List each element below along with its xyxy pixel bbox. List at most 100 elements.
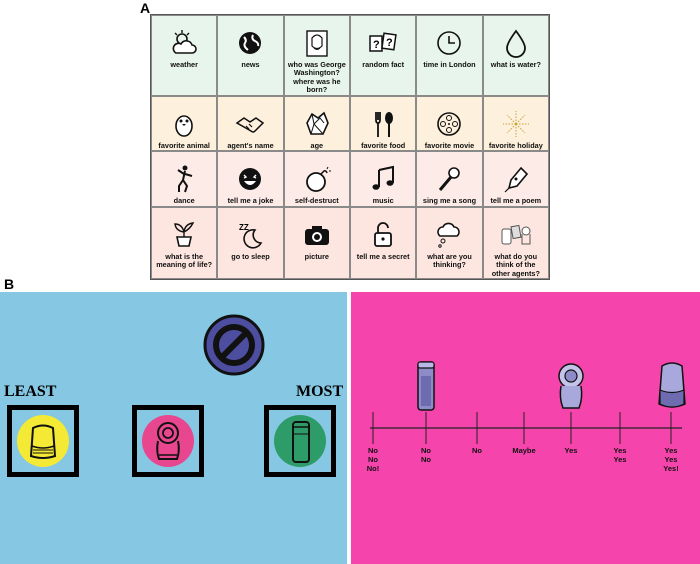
question-grid: weather news who was George Washington? wh… [150, 14, 550, 280]
microphone-icon [439, 167, 461, 192]
amazon-echo-icon [292, 421, 310, 463]
grid-cell-label: what are you thinking? [427, 251, 472, 270]
cloud-sun-icon [172, 30, 197, 54]
rank-slot-middle[interactable] [132, 405, 204, 477]
fork-spoon-icon [375, 111, 394, 137]
svg-text:ZZ: ZZ [239, 223, 249, 232]
panel-b-label: B [4, 276, 15, 292]
grid-cell-label: age [310, 140, 324, 150]
grid-cell-label: agent's name [227, 140, 274, 150]
grid-cell-label: what is the meaning of life? [156, 251, 213, 270]
grid-cell[interactable]: self-destruct [283, 151, 350, 207]
ranking-panel: LEAST MOST [0, 292, 347, 564]
grid-cell[interactable]: what are you thinking? [416, 206, 483, 279]
grid-cell[interactable]: favorite movie [416, 95, 483, 152]
svg-text:?: ? [386, 37, 393, 49]
grid-cell[interactable]: picture [283, 206, 350, 279]
grid-cell[interactable]: ?? random fact [350, 15, 417, 96]
rating-scale [370, 361, 686, 444]
grid-cell[interactable]: what do you think of the other agents? [482, 206, 549, 279]
padlock-icon [374, 222, 393, 247]
grid-cell[interactable]: time in London [416, 15, 483, 96]
penguin-icon [175, 114, 193, 137]
crystal-icon [305, 111, 329, 135]
dancer-icon [177, 165, 193, 193]
grid-cell-label: favorite holiday [488, 140, 543, 150]
least-label: LEAST [4, 383, 57, 400]
grid-cell[interactable]: tell me a secret [350, 206, 417, 279]
grid-cell-label: dance [173, 196, 195, 206]
plant-sprout-icon [174, 221, 195, 247]
grid-cell[interactable]: agent's name [217, 95, 284, 152]
music-note-icon [372, 165, 395, 190]
rank-slot-least[interactable] [7, 405, 79, 477]
scale-tick-label: Yes [564, 446, 578, 455]
grid-cell-label: time in London [423, 60, 476, 69]
rank-slot-most[interactable] [264, 405, 336, 477]
grid-cell-label: favorite movie [424, 140, 475, 150]
most-label: MOST [296, 383, 344, 400]
grid-cell[interactable]: tell me a joke [217, 151, 284, 207]
scale-tick-label: Maybe [512, 446, 536, 455]
thought-bubble-icon [437, 222, 461, 248]
grid-cell-label: sing me a song [422, 196, 477, 206]
grid-cell-label: what is water? [490, 60, 541, 69]
fireworks-icon [502, 110, 529, 137]
grid-cell[interactable]: age [283, 95, 350, 152]
globe-icon [239, 32, 262, 54]
fountain-pen-icon [504, 167, 528, 193]
grid-cell[interactable]: favorite animal [151, 95, 218, 152]
grid-cell[interactable]: sing me a song [416, 151, 483, 207]
amazon-echo-icon[interactable] [417, 361, 435, 411]
grid-cell-label: go to sleep [231, 251, 270, 261]
clock-icon [437, 31, 462, 55]
grid-cell[interactable]: who was George Washington? where was he … [283, 15, 350, 96]
laughing-face-icon [239, 168, 262, 191]
grid-cell-label: what do you think of the other agents? [491, 251, 540, 278]
google-home-icon[interactable] [658, 362, 686, 408]
film-reel-icon [437, 111, 462, 136]
handshake-icon [236, 116, 265, 133]
grid-cell-label: random fact [362, 60, 405, 69]
grid-cell-label: tell me a poem [490, 196, 542, 206]
moon-zzz-icon: ZZ [239, 223, 263, 249]
grid-cell-label: tell me a joke [227, 196, 274, 206]
grid-cell-label: tell me a secret [356, 251, 410, 261]
google-home-icon [29, 424, 57, 459]
grid-cell-label: picture [304, 251, 329, 261]
prohibited-icon [203, 314, 265, 376]
grid-cell[interactable]: dance [151, 151, 218, 207]
jibo-robot-icon[interactable] [558, 363, 584, 409]
svg-text:?: ? [373, 39, 380, 51]
grid-cell[interactable]: what is water? [482, 15, 549, 96]
grid-cell-label: who was George Washington? where was he … [287, 60, 346, 95]
grid-cell-label: news [241, 60, 260, 69]
grid-cell-label: favorite animal [158, 140, 210, 150]
grid-cell-label: favorite food [361, 140, 406, 150]
george-washington-portrait-icon [306, 30, 328, 57]
grid-cell[interactable]: ZZ go to sleep [217, 206, 284, 279]
grid-cell[interactable]: news [217, 15, 284, 96]
rank-circle [274, 415, 326, 467]
grid-cell[interactable]: music [350, 151, 417, 207]
camera-icon [304, 225, 329, 245]
grid-cell[interactable]: favorite holiday [482, 95, 549, 152]
grid-cell[interactable]: favorite food [350, 95, 417, 152]
jibo-robot-icon [156, 422, 180, 460]
scale-tick-label: No [472, 446, 482, 455]
agents-group-icon [501, 224, 531, 245]
question-cards-icon: ?? [369, 32, 397, 52]
grid-cell[interactable]: what is the meaning of life? [151, 206, 218, 279]
grid-cell-label: weather [170, 60, 198, 69]
water-drop-icon [505, 29, 526, 58]
grid-cell-label: self-destruct [294, 196, 339, 206]
bomb-icon [305, 166, 331, 193]
grid-cell-label: music [372, 196, 394, 206]
grid-cell[interactable]: tell me a poem [482, 151, 549, 207]
grid-cell[interactable]: weather [151, 15, 218, 96]
